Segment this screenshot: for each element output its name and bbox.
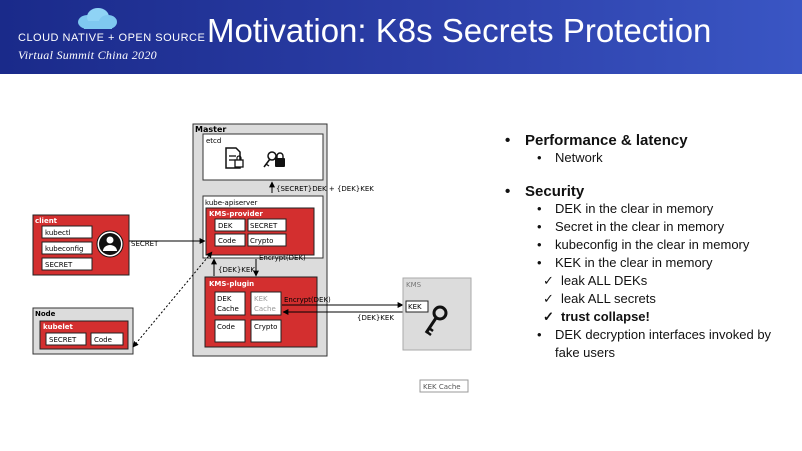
check-item: ✓ trust collapse! <box>505 308 795 326</box>
sec-item-text: kubeconfig in the clear in memory <box>555 237 750 252</box>
logo-line1: CLOUD NATIVE + OPEN SOURCE <box>18 32 206 44</box>
client-label: client <box>35 217 58 225</box>
checkmark-icon: ✓ <box>543 273 554 288</box>
plugin-crypto: Crypto <box>254 323 277 331</box>
bullet-network: • Network <box>505 149 795 167</box>
sec-item-text: DEK in the clear in memory <box>555 201 714 216</box>
bullet-dot: • <box>537 150 542 165</box>
bullet-dot: • <box>537 201 542 216</box>
etcd-edge-label: {SECRET}DEK + {DEK}KEK <box>276 185 374 193</box>
summit-logo: CLOUD NATIVE + OPEN SOURCE Virtual Summi… <box>0 0 205 74</box>
check-item-text: leak ALL DEKs <box>561 273 648 288</box>
slide-title: Motivation: K8s Secrets Protection <box>207 12 712 49</box>
check-item: ✓ leak ALL secrets <box>505 290 795 308</box>
provider-code: Code <box>218 237 236 245</box>
client-kubeconfig: kubeconfig <box>45 245 83 253</box>
bullet-dot: • <box>537 219 542 234</box>
check-item-text: trust collapse! <box>561 309 650 324</box>
secret-edge-label: SECRET <box>131 240 159 248</box>
bullet-dot: • <box>537 327 542 342</box>
key-icon <box>424 305 448 336</box>
provider-secret: SECRET <box>250 222 278 230</box>
kms-box: KMS KEK <box>402 277 472 351</box>
apiserver-label: kube-apiserver <box>205 199 258 207</box>
slide-header: CLOUD NATIVE + OPEN SOURCE Virtual Summi… <box>0 0 802 74</box>
checkmark-icon: ✓ <box>543 291 554 306</box>
check-item-text: leak ALL secrets <box>561 291 656 306</box>
kubelet-secret: SECRET <box>49 336 77 344</box>
checkmark-icon: ✓ <box>543 309 554 324</box>
kek-cache-legend: KEK Cache <box>419 379 469 393</box>
architecture-diagram: Master etcd {SECRET}DEK + {DEK}KEK kube-… <box>32 123 472 393</box>
sec-item-text: DEK decryption interfaces invoked by fak… <box>555 327 772 360</box>
bullet-dot: • <box>505 183 511 200</box>
plugin-kek: KEK <box>254 295 268 303</box>
node-label: Node <box>35 310 56 318</box>
plugin-kek-cache: Cache <box>254 305 276 313</box>
sec-item: • KEK in the clear in memory <box>505 254 795 272</box>
node-box: Node kubelet SECRET Code <box>32 307 134 355</box>
kubelet-code: Code <box>94 336 112 344</box>
perf-item-network: Network <box>555 150 603 165</box>
sec-item-text: Secret in the clear in memory <box>555 219 725 234</box>
bullet-dot: • <box>505 132 511 149</box>
plugin-dek: DEK <box>217 295 232 303</box>
perf-title: Performance & latency <box>525 132 688 149</box>
bullet-dot: • <box>537 237 542 252</box>
cloud-icon <box>78 8 117 29</box>
bullet-dot: • <box>537 255 542 270</box>
kek-label: KEK <box>408 303 422 311</box>
bullet-performance: • Performance & latency <box>505 132 795 149</box>
bullet-security: • Security <box>505 183 795 200</box>
sec-item: • DEK in the clear in memory <box>505 200 795 218</box>
plugin-dek-cache: Cache <box>217 305 239 313</box>
kek-cache-legend-label: KEK Cache <box>423 383 461 391</box>
apiserver-box: kube-apiserver KMS-provider DEK SECRET C… <box>202 195 324 259</box>
key-lock-icon <box>263 151 285 168</box>
check-item: ✓ leak ALL DEKs <box>505 272 795 290</box>
kms-plugin-label: KMS-plugin <box>209 280 254 288</box>
plugin-code: Code <box>217 323 235 331</box>
master-label: Master <box>195 125 226 134</box>
encrypt-dek-label: Encrypt(DEK) <box>259 254 306 262</box>
kms-label: KMS <box>406 281 422 289</box>
node-dotted-link <box>132 251 213 348</box>
sec-title: Security <box>525 183 585 200</box>
logo-line2: Virtual Summit China 2020 <box>18 48 157 62</box>
etcd-box: etcd <box>202 133 324 181</box>
kubelet-label: kubelet <box>43 323 74 331</box>
client-box: client kubectl kubeconfig SECRET <box>32 214 130 276</box>
client-kubectl: kubectl <box>45 229 71 237</box>
sec-item: • Secret in the clear in memory <box>505 218 795 236</box>
bullet-list: • Performance & latency • Network • Secu… <box>505 128 795 362</box>
dek-kek-label: {DEK}KEK <box>218 266 255 274</box>
client-secret: SECRET <box>45 261 73 269</box>
provider-dek: DEK <box>218 222 233 230</box>
plugin-dek-kek-label: {DEK}KEK <box>357 314 394 322</box>
etcd-label: etcd <box>206 137 221 145</box>
sec-item-last: • DEK decryption interfaces invoked by fa… <box>505 326 795 362</box>
sec-item-text: KEK in the clear in memory <box>555 255 713 270</box>
sec-item: • kubeconfig in the clear in memory <box>505 236 795 254</box>
kms-provider-label: KMS-provider <box>209 210 263 218</box>
provider-crypto: Crypto <box>250 237 273 245</box>
plugin-encrypt-label: Encrypt(DEK) <box>284 296 331 304</box>
user-icon <box>96 230 124 258</box>
document-lock-icon <box>225 147 244 169</box>
